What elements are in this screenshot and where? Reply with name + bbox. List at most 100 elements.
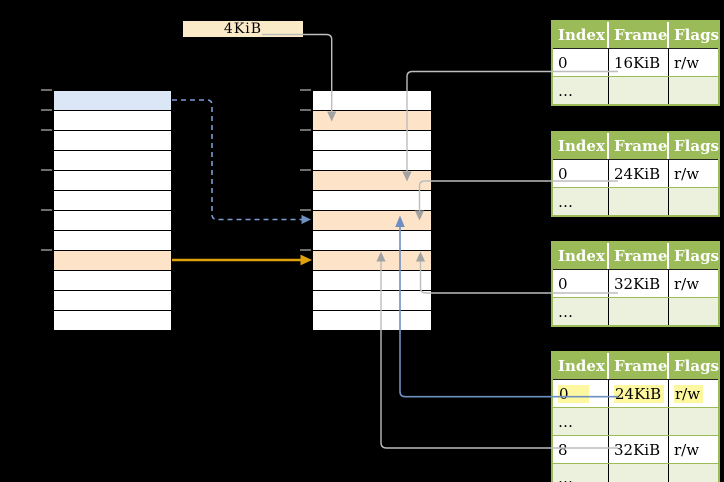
frame-table-cell: r/w [674, 164, 700, 183]
page-table-row [312, 310, 432, 330]
page-table-row [53, 190, 172, 210]
frame-table-cell: 0 [553, 49, 609, 76]
frame-table-cell: 32KiB [609, 436, 669, 463]
frame-table-cell: r/w [674, 53, 700, 72]
frame-table-cell [669, 464, 718, 482]
frame-table-row: 0 24KiB r/w [553, 380, 718, 407]
page-table-row [312, 210, 432, 230]
translation-dashed-arrow [172, 99, 302, 221]
address-tick [41, 89, 52, 91]
address-tick [41, 249, 52, 251]
translation-solid-arrowhead-icon [300, 254, 312, 266]
frame-table-cell: r/w [674, 274, 700, 293]
page-size-label: 4KiB [183, 21, 303, 37]
address-tick [41, 109, 52, 111]
page-table-row [53, 130, 172, 150]
page-table-row [53, 150, 172, 170]
frame-table-cell [609, 464, 669, 482]
frame-table-cell [669, 408, 718, 435]
frame-table-header-cell: Flags [674, 357, 719, 375]
frame-table-header-cell: Frame [609, 133, 669, 159]
frame-table-row: … [553, 187, 718, 215]
page-table-row [312, 150, 432, 170]
highlighted-value: 24KiB [614, 384, 665, 403]
frame-table-cell: 0 [553, 160, 609, 187]
frame-table-cell: 0 [553, 380, 609, 407]
address-tick [300, 209, 311, 211]
frame-table-cell [669, 77, 718, 104]
page-table-row [53, 90, 172, 110]
page-table-row [53, 310, 172, 330]
frame-table-row: … [553, 76, 718, 104]
frame-table-header-cell: Index [553, 353, 609, 379]
frame-table-header-cell: Flags [674, 137, 719, 155]
address-tick [300, 109, 311, 111]
frame-table-cell: … [553, 408, 609, 435]
page-table-row [53, 270, 172, 290]
page-table-row [53, 230, 172, 250]
frame-table-cell [609, 77, 669, 104]
page-table-row [312, 250, 432, 270]
left-page-table [41, 89, 172, 330]
frame-table-row: … [553, 297, 718, 325]
address-tick [300, 129, 311, 131]
frame-table-header-cell: Flags [674, 26, 719, 44]
address-tick [41, 169, 52, 171]
translation-dashed-arrowhead-icon [301, 214, 311, 225]
page-table-row [312, 170, 432, 190]
frame-table-cell: 16KiB [609, 49, 669, 76]
frame-table-cell: … [553, 188, 609, 215]
frame-table-row: … [553, 407, 718, 435]
frame-table-header-cell: Index [553, 22, 609, 48]
frame-table-header-cell: Flags [674, 247, 719, 265]
address-tick [41, 129, 52, 131]
frame-table-header-cell: Index [553, 133, 609, 159]
address-tick [300, 89, 311, 91]
frame-table-cell: 0 [553, 270, 609, 297]
highlighted-value: r/w [674, 384, 704, 403]
frame-table-cell: … [553, 298, 609, 325]
page-table-row [53, 250, 172, 270]
page-table-row [312, 290, 432, 310]
frame-table-cell: r/w [669, 380, 718, 407]
page-table-row [312, 90, 432, 110]
frame-table-header-cell: Frame [609, 22, 669, 48]
frame-table-header-cell: Frame [609, 243, 669, 269]
page-table-row [312, 190, 432, 210]
frame-table-cell [669, 298, 718, 325]
frame-table-cell: 24KiB [609, 160, 669, 187]
address-tick [41, 209, 52, 211]
page-table-row [312, 130, 432, 150]
page-table-row [53, 290, 172, 310]
frame-table-cell [669, 188, 718, 215]
frame-table-header-cell: Index [553, 243, 609, 269]
page-table-row [53, 110, 172, 130]
page-table-row [53, 170, 172, 190]
frame-table-cell: … [553, 464, 609, 482]
highlighted-value: 0 [558, 384, 589, 403]
address-tick [300, 169, 311, 171]
page-table-row [312, 230, 432, 250]
page-table-row [312, 270, 432, 290]
frame-table-cell: 24KiB [609, 380, 669, 407]
address-tick [300, 249, 311, 251]
frame-table-cell [609, 408, 669, 435]
frame-table-cell: 8 [553, 436, 609, 463]
frame-table-cell: … [553, 77, 609, 104]
frame-table-cell: r/w [674, 440, 700, 459]
middle-page-table [300, 89, 432, 330]
frame-table-row: … [553, 463, 718, 482]
page-table-row [312, 110, 432, 130]
page-table-row [53, 210, 172, 230]
frame-table-cell: 32KiB [609, 270, 669, 297]
